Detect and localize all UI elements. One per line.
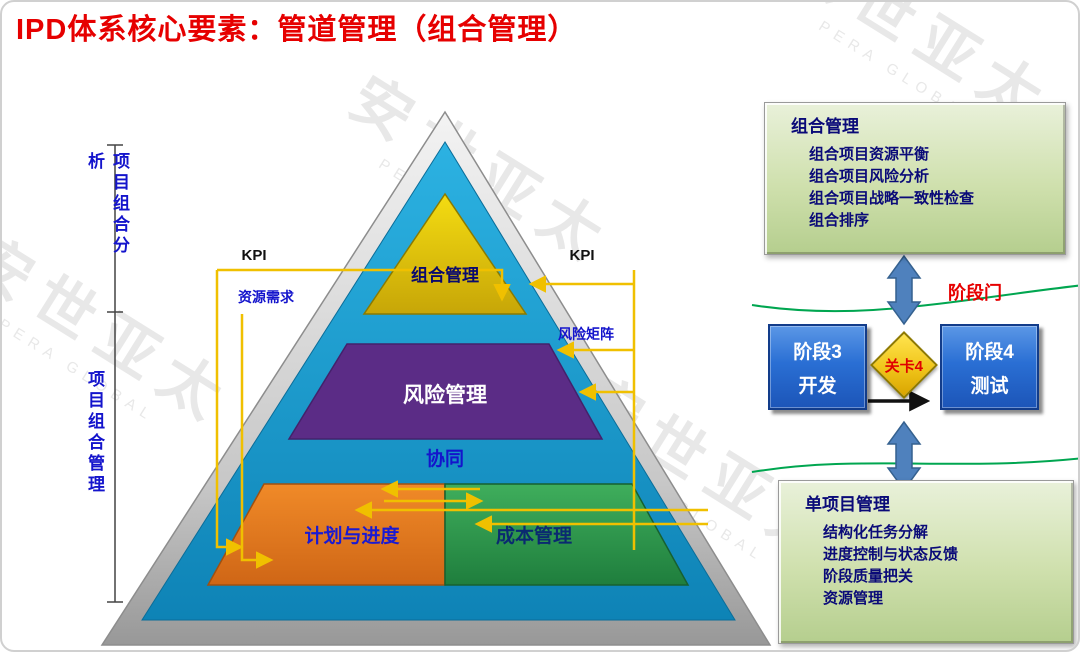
portfolio-item-3: 组合项目战略一致性检查 [809, 190, 975, 207]
double-arrow-top [886, 254, 922, 326]
risk-matrix-label: 风险矩阵 [558, 326, 614, 342]
tier-bottom-right-label: 成本管理 [496, 524, 572, 547]
portfolio-item-2: 组合项目风险分析 [809, 168, 930, 185]
tier-middle-label: 风险管理 [403, 383, 487, 407]
stage4-phase: 测试 [970, 375, 1009, 397]
collaboration-label: 协同 [426, 447, 464, 470]
single-project-item-2: 进度控制与状态反馈 [823, 546, 959, 563]
kpi-left-label: KPI [241, 247, 266, 264]
stage3-name: 阶段3 [793, 341, 842, 363]
connector-kpi-left-to-top [217, 268, 511, 302]
portfolio-box-title: 组合管理 [791, 117, 859, 136]
stage3-box: 阶段3 开发 [768, 324, 867, 410]
stage4-box: 阶段4 测试 [940, 324, 1039, 410]
yellow-connectors [215, 268, 708, 569]
portfolio-item-4: 组合排序 [809, 212, 870, 229]
stage4-name: 阶段4 [965, 341, 1014, 363]
tier-top-triangle [362, 192, 528, 315]
left-bracket [107, 144, 123, 603]
resource-demand-label: 资源需求 [238, 289, 295, 305]
tier-bottom-left-label: 计划与进度 [304, 524, 400, 547]
stage-gate-label: 阶段门 [948, 283, 1002, 303]
single-project-management-box: 单项目管理 结构化任务分解 进度控制与状态反馈 阶段质量把关 资源管理 [778, 480, 1074, 644]
portfolio-management-box: 组合管理 组合项目资源平衡 组合项目风险分析 组合项目战略一致性检查 组合排序 [764, 102, 1066, 255]
single-project-item-1: 结构化任务分解 [823, 524, 929, 541]
single-project-box-title: 单项目管理 [805, 495, 890, 514]
left-label-portfolio-analysis: 项目组合分析 [85, 152, 129, 257]
left-label-portfolio-management: 项目组合管理 [85, 370, 104, 496]
tier-middle-trapezoid [287, 343, 604, 440]
page-title: IPD体系核心要素：管道管理（组合管理） [16, 14, 578, 46]
gate4-label: 关卡4 [884, 357, 924, 375]
single-project-item-4: 资源管理 [823, 590, 884, 607]
stage3-phase: 开发 [798, 375, 837, 397]
kpi-right-label: KPI [569, 247, 594, 264]
single-project-item-3: 阶段质量把关 [823, 568, 914, 585]
tier-top-label: 组合管理 [411, 265, 479, 285]
portfolio-item-1: 组合项目资源平衡 [809, 146, 930, 163]
connector-resource-demand [240, 314, 274, 569]
connector-left-vertical [215, 270, 244, 556]
